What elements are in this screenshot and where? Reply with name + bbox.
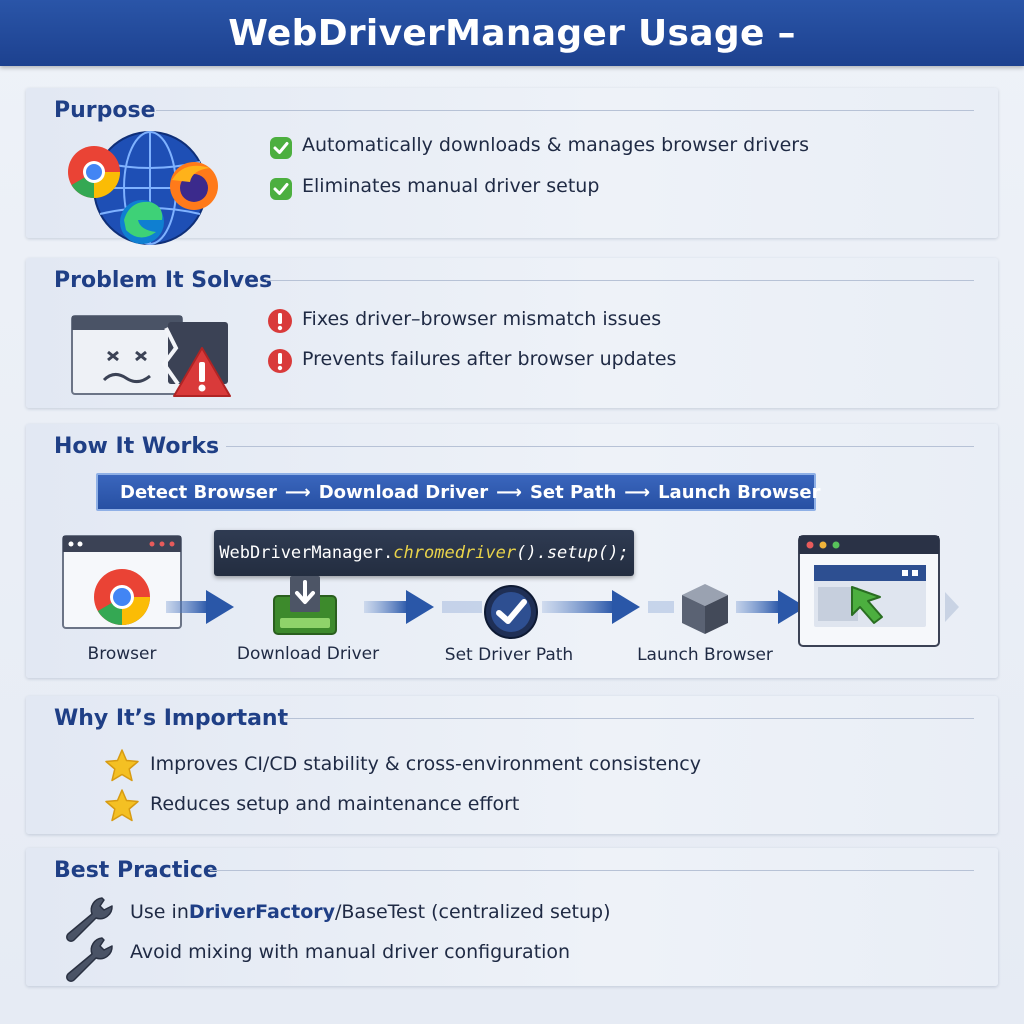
section-divider bbox=[156, 110, 974, 111]
section-divider bbox=[210, 870, 974, 871]
purpose-bullet-2: Eliminates manual driver setup bbox=[302, 175, 599, 197]
why-title: Why It’s Important bbox=[54, 706, 289, 731]
problem-bullet-2: Prevents failures after browser updates bbox=[302, 348, 676, 370]
flow-line bbox=[442, 601, 482, 613]
problem-title: Problem It Solves bbox=[54, 268, 273, 293]
page-title: WebDriverManager Usage – bbox=[228, 12, 796, 54]
wrench-icon bbox=[66, 937, 113, 982]
flow-arrow-icon bbox=[166, 590, 234, 624]
bullet-text: Avoid mixing with manual driver configur… bbox=[130, 941, 571, 963]
flow-arrow-icon bbox=[542, 590, 640, 624]
step-label-download: Download Driver bbox=[236, 644, 380, 664]
globe-browsers-illustration bbox=[68, 131, 218, 245]
broken-window-illustration bbox=[71, 315, 231, 397]
browser-window-icon bbox=[62, 535, 182, 629]
section-divider bbox=[284, 718, 974, 719]
section-divider bbox=[226, 446, 974, 447]
warning-icon bbox=[173, 347, 231, 397]
bullet-text: Automatically downloads & manages browse… bbox=[302, 134, 809, 156]
chevron-right-icon bbox=[945, 592, 959, 622]
check-icon bbox=[270, 137, 292, 159]
flow-arrow: ⟶ bbox=[496, 481, 522, 503]
bullet-text: /BaseTest (centralized setup) bbox=[335, 901, 611, 923]
flow-step-path: Set Path bbox=[529, 481, 617, 503]
flow-arrow: ⟶ bbox=[624, 481, 651, 503]
star-icon bbox=[105, 789, 139, 822]
bullet-text: Eliminates manual driver setup bbox=[302, 175, 600, 197]
code-prefix: WebDriverManager. bbox=[219, 543, 394, 563]
best-section: Best Practice bbox=[26, 848, 998, 986]
cube-icon bbox=[682, 584, 728, 634]
checkmark-circle-icon bbox=[484, 585, 538, 639]
download-icon bbox=[273, 576, 337, 635]
step-label-launch: Launch Browser bbox=[637, 645, 773, 665]
cursor-icon bbox=[851, 586, 883, 624]
why-bullet-1: Improves CI/CD stability & cross-environ… bbox=[150, 753, 701, 775]
launched-browser-icon bbox=[798, 535, 940, 647]
flow-step-detect: Detect Browser bbox=[120, 481, 277, 503]
star-icon bbox=[105, 749, 139, 782]
how-title: How It Works bbox=[54, 434, 220, 459]
problem-bullet-1: Fixes driver–browser mismatch issues bbox=[302, 308, 661, 330]
purpose-title: Purpose bbox=[54, 98, 156, 123]
flow-arrow: ⟶ bbox=[284, 481, 311, 503]
bullet-text: Improves CI/CD stability & cross-environ… bbox=[150, 753, 701, 775]
step-label-browser: Browser bbox=[87, 644, 157, 664]
bullet-bold-text: DriverFactory bbox=[188, 901, 335, 923]
section-divider bbox=[266, 280, 974, 281]
bullet-text: Fixes driver–browser mismatch issues bbox=[302, 308, 662, 330]
best-title: Best Practice bbox=[54, 858, 218, 883]
flow-banner: Detect Browser ⟶ Download Driver ⟶ Set P… bbox=[96, 473, 820, 511]
chrome-icon bbox=[94, 569, 150, 625]
wrench-icon bbox=[66, 897, 113, 942]
flow-step-download: Download Driver bbox=[318, 481, 489, 503]
bullet-text: Reduces setup and maintenance effort bbox=[150, 793, 520, 815]
code-snippet: WebDriverManager.chromedriver ().setup()… bbox=[214, 530, 634, 576]
step-label-path: Set Driver Path bbox=[444, 645, 574, 665]
bullet-text: Use in bbox=[130, 901, 189, 923]
why-bullet-2: Reduces setup and maintenance effort bbox=[150, 793, 519, 815]
code-method: chromedriver bbox=[393, 543, 517, 563]
alert-icon bbox=[268, 309, 292, 333]
why-section: Why It’s Important bbox=[26, 696, 998, 834]
flow-arrow-icon bbox=[648, 590, 806, 624]
page-header: WebDriverManager Usage – bbox=[0, 0, 1024, 66]
best-bullet-1: Use in DriverFactory/BaseTest (centraliz… bbox=[130, 901, 611, 923]
code-suffix: ().setup(); bbox=[516, 543, 629, 563]
alert-icon bbox=[268, 349, 292, 373]
check-icon bbox=[270, 178, 292, 200]
flow-step-launch: Launch Browser bbox=[658, 481, 821, 503]
best-bullet-2: Avoid mixing with manual driver configur… bbox=[130, 941, 570, 963]
edge-icon bbox=[120, 200, 164, 244]
purpose-bullet-1: Automatically downloads & manages browse… bbox=[302, 134, 809, 156]
chrome-icon bbox=[68, 146, 120, 198]
bullet-text: Prevents failures after browser updates bbox=[302, 348, 677, 370]
firefox-icon bbox=[170, 162, 218, 210]
flow-arrow-icon bbox=[364, 590, 434, 624]
broken-window-icon bbox=[71, 315, 228, 395]
